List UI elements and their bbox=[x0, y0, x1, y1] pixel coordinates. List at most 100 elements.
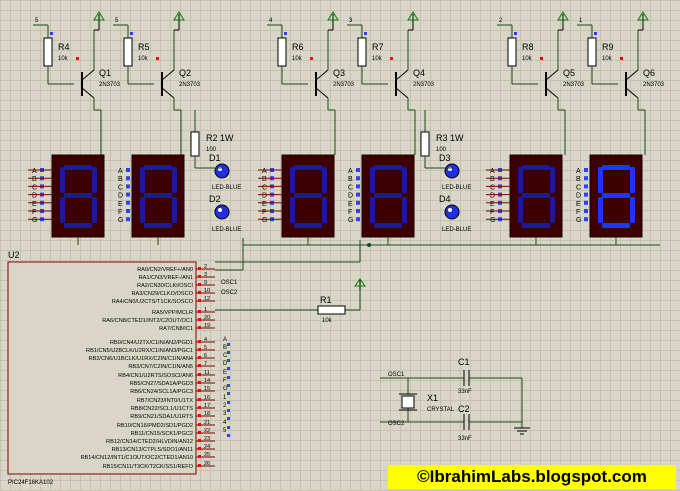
segment-pin-e: E bbox=[576, 201, 581, 208]
segment-b bbox=[172, 167, 177, 193]
resistor-value: 10k bbox=[292, 56, 303, 62]
mcu-pin-number: 16 bbox=[204, 395, 210, 401]
net-label: 4 bbox=[269, 18, 273, 24]
mcu-pin-number: 22 bbox=[204, 428, 210, 434]
mcu-pin-number: 3 bbox=[204, 272, 207, 278]
mcu-pin-name: RA7/CN8/IC1 bbox=[159, 326, 193, 332]
segment-b bbox=[92, 167, 97, 193]
mcu-pin-name: RB6/CN24/SCL1A/PGC3 bbox=[130, 389, 193, 395]
power-resistor-r2: R2 1W 100 bbox=[190, 110, 234, 168]
segment-pin-c: C bbox=[262, 184, 267, 191]
mcu-pin-number: 26 bbox=[204, 461, 210, 467]
resistor-label: R6 bbox=[292, 42, 304, 52]
segment-g bbox=[522, 193, 550, 198]
segment-f bbox=[60, 167, 65, 193]
segment-pin-a: A bbox=[118, 168, 123, 175]
segment-d bbox=[144, 223, 172, 228]
segment-pin-c: C bbox=[490, 184, 495, 191]
transistor-type: 2N3703 bbox=[563, 82, 585, 88]
mcu-pin-number: 4 bbox=[204, 337, 207, 343]
digit-net-1: 1 bbox=[223, 395, 227, 401]
transistor-type: 2N3703 bbox=[413, 82, 435, 88]
segment-pin-d: D bbox=[32, 193, 37, 200]
portb-net-g: G bbox=[223, 386, 228, 392]
segment-f bbox=[140, 167, 145, 193]
mcu-pin-number: 5 bbox=[204, 345, 207, 351]
resistor-value: 10k bbox=[372, 56, 383, 62]
mcu-pin-name: RB7/CN23/INT0/U1TX bbox=[137, 398, 194, 404]
mcu-pin-3: RA1/CN3/VREF-/AN1 3 bbox=[139, 272, 215, 281]
segment-pin-b: B bbox=[118, 176, 123, 183]
mcu-pin-name: RA3/CN29/CLKO/OSCO bbox=[131, 291, 193, 297]
segment-e bbox=[140, 197, 145, 223]
x1-type: CRYSTAL bbox=[427, 407, 455, 413]
segment-pin-b: B bbox=[348, 176, 353, 183]
segment-d bbox=[374, 223, 402, 228]
segment-pin-b: B bbox=[32, 176, 37, 183]
resistor-value: 10k bbox=[58, 56, 69, 62]
r2-label: R2 1W bbox=[206, 133, 234, 143]
mcu-pin-name: RB4/CN1/U2RTS/SOSCI/AN6 bbox=[118, 373, 193, 379]
led-d3: D3 LED-BLUE bbox=[439, 153, 471, 191]
mcu-pin-name: RB8/CN22/SCL1/U1CTS bbox=[131, 406, 193, 412]
segment-pin-f: F bbox=[576, 209, 580, 216]
d3-type: LED-BLUE bbox=[442, 185, 471, 191]
segment-pin-d: D bbox=[348, 193, 353, 200]
segment-pin-c: C bbox=[576, 184, 581, 191]
segment-f bbox=[370, 167, 375, 193]
transistor-type: 2N3703 bbox=[333, 82, 355, 88]
osc1-net-label: OSC1 bbox=[388, 372, 405, 378]
resistor-label: R8 bbox=[522, 42, 534, 52]
mcu-pin-name: RA0/CN2/VREF+/AN0 bbox=[137, 267, 193, 273]
mcu-part: PIC24F16KA102 bbox=[8, 480, 54, 486]
r3-label: R3 1W bbox=[436, 133, 464, 143]
segment-pin-g: G bbox=[262, 217, 267, 224]
segment-c bbox=[172, 197, 177, 223]
segment-pin-e: E bbox=[262, 201, 267, 208]
osc2-net-pin: OSC2 bbox=[221, 290, 238, 296]
mcu-pin-name: RB11/CN15/SCK1/PGC2 bbox=[131, 431, 193, 437]
d2-type: LED-BLUE bbox=[212, 227, 241, 233]
segment-d bbox=[64, 223, 92, 228]
segment-pin-g: G bbox=[118, 217, 123, 224]
mcu-pin-name: RB15/CN11/T3CK/T2CK/SS1/REFO bbox=[103, 464, 194, 470]
segment-c bbox=[92, 197, 97, 223]
segment-c bbox=[402, 197, 407, 223]
mcu-pin-name: RA5/VPP/MCLR bbox=[152, 310, 193, 316]
resistor-value: 10k bbox=[138, 56, 149, 62]
transistor-label: Q6 bbox=[643, 68, 655, 78]
segment-pin-g: G bbox=[32, 217, 37, 224]
transistor-type: 2N3703 bbox=[643, 82, 665, 88]
segment-e bbox=[518, 197, 523, 223]
segment-pin-a: A bbox=[32, 168, 37, 175]
segment-c bbox=[550, 197, 555, 223]
digit-drivers: 5R410kQ12N37035R510kQ22N37034R610kQ32N37… bbox=[33, 11, 665, 155]
transistor-label: Q1 bbox=[99, 68, 111, 78]
mcu-pin-16: RB7/CN23/INT0/U1TX 16 bbox=[137, 395, 215, 404]
oscillator-circuit: OSC1 OSC2 X1 CRYSTAL C1 33nF C2 33nF bbox=[388, 357, 530, 442]
segment-pin-a: A bbox=[490, 168, 495, 175]
segment-pin-a: A bbox=[348, 168, 353, 175]
mcu-pin-number: 17 bbox=[204, 403, 210, 409]
r2-value: 100 bbox=[206, 147, 217, 153]
segment-pin-b: B bbox=[262, 176, 267, 183]
x1-label: X1 bbox=[427, 393, 438, 403]
transistor-label: Q2 bbox=[179, 68, 191, 78]
resistor-label: R9 bbox=[602, 42, 614, 52]
mcu-pin-name: RA1/CN3/VREF-/AN1 bbox=[139, 275, 193, 281]
mcu-pin-name: RB3/CN7/C2IN/C1IN/AN5 bbox=[128, 364, 193, 370]
segment-g bbox=[64, 193, 92, 198]
transistor-label: Q5 bbox=[563, 68, 575, 78]
credit-banner: ©IbrahimLabs.blogspot.com bbox=[388, 465, 676, 489]
resistor-label: R7 bbox=[372, 42, 384, 52]
